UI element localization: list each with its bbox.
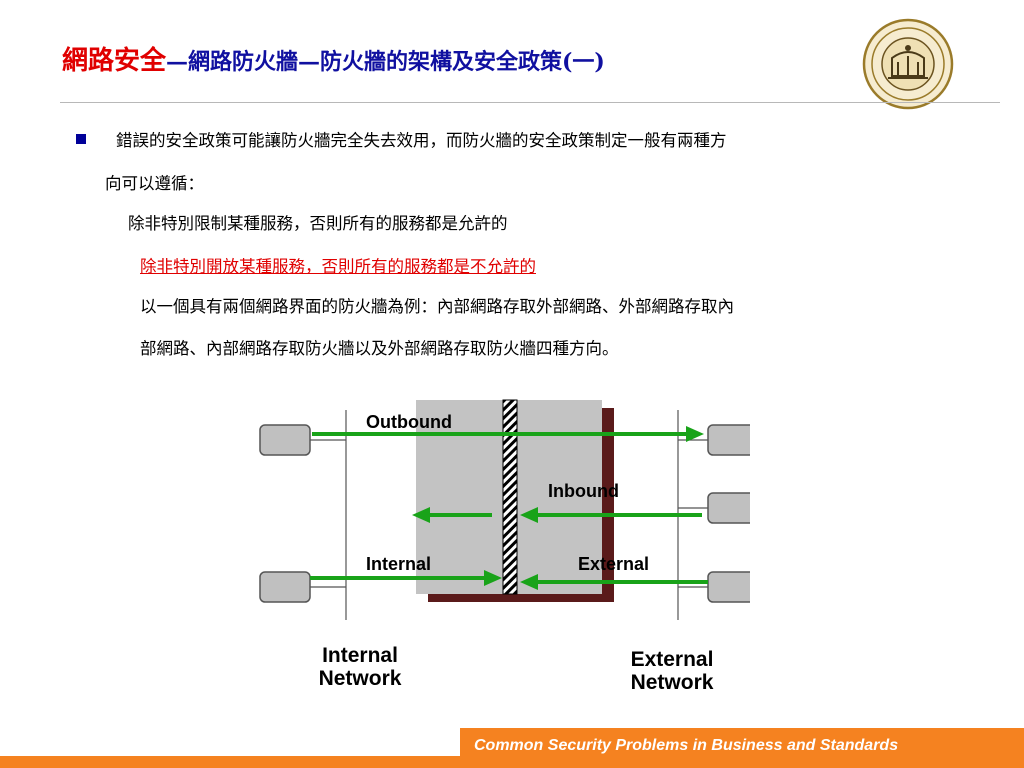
policy-item-1: 除非特別限制某種服務，否則所有的服務都是允許的 xyxy=(128,214,508,233)
internal-host-2 xyxy=(259,571,311,603)
university-seal-icon xyxy=(862,18,954,110)
label-external: External xyxy=(578,554,649,574)
firewall-wall xyxy=(502,399,518,595)
internal-network-label: Internal Network xyxy=(318,644,402,690)
para1-line1: 錯誤的安全政策可能讓防火牆完全失去效用，而防火牆的安全政策制定一般有兩種方 xyxy=(116,131,727,150)
title-main: 網路安全 xyxy=(62,46,167,76)
label-outbound: Outbound xyxy=(366,412,452,432)
para2-line1: 以一個具有兩個網路界面的防火牆為例：內部網路存取外部網路、外部網路存取內 xyxy=(140,297,734,316)
footer-text: Common Security Problems in Business and… xyxy=(474,737,899,754)
external-host-1 xyxy=(707,424,750,456)
label-inbound: Inbound xyxy=(548,481,619,501)
title-sub: —網路防火牆—防火牆的架構及安全政策(一) xyxy=(166,49,605,75)
external-network-label: External Network xyxy=(630,648,714,694)
bullet-square xyxy=(76,134,86,144)
footer-box xyxy=(460,728,1024,768)
label-internal: Internal xyxy=(366,554,431,574)
page-title: 網路安全—網路防火牆—防火牆的架構及安全政策(一) xyxy=(62,40,605,77)
internal-host-1 xyxy=(259,424,311,456)
policy-item-2: 除非特別開放某種服務，否則所有的服務都是不允許的 xyxy=(140,257,536,276)
para1-line2: 向可以遵循： xyxy=(105,174,204,193)
external-host-3 xyxy=(707,571,750,603)
para2-line2: 部網路、內部網路存取防火牆以及外部網路存取防火牆四種方向。 xyxy=(140,339,619,358)
external-host-2 xyxy=(707,492,750,524)
firewall-diagram: Outbound Inbound Internal External Inter… xyxy=(250,398,750,698)
header-divider xyxy=(60,102,1000,103)
